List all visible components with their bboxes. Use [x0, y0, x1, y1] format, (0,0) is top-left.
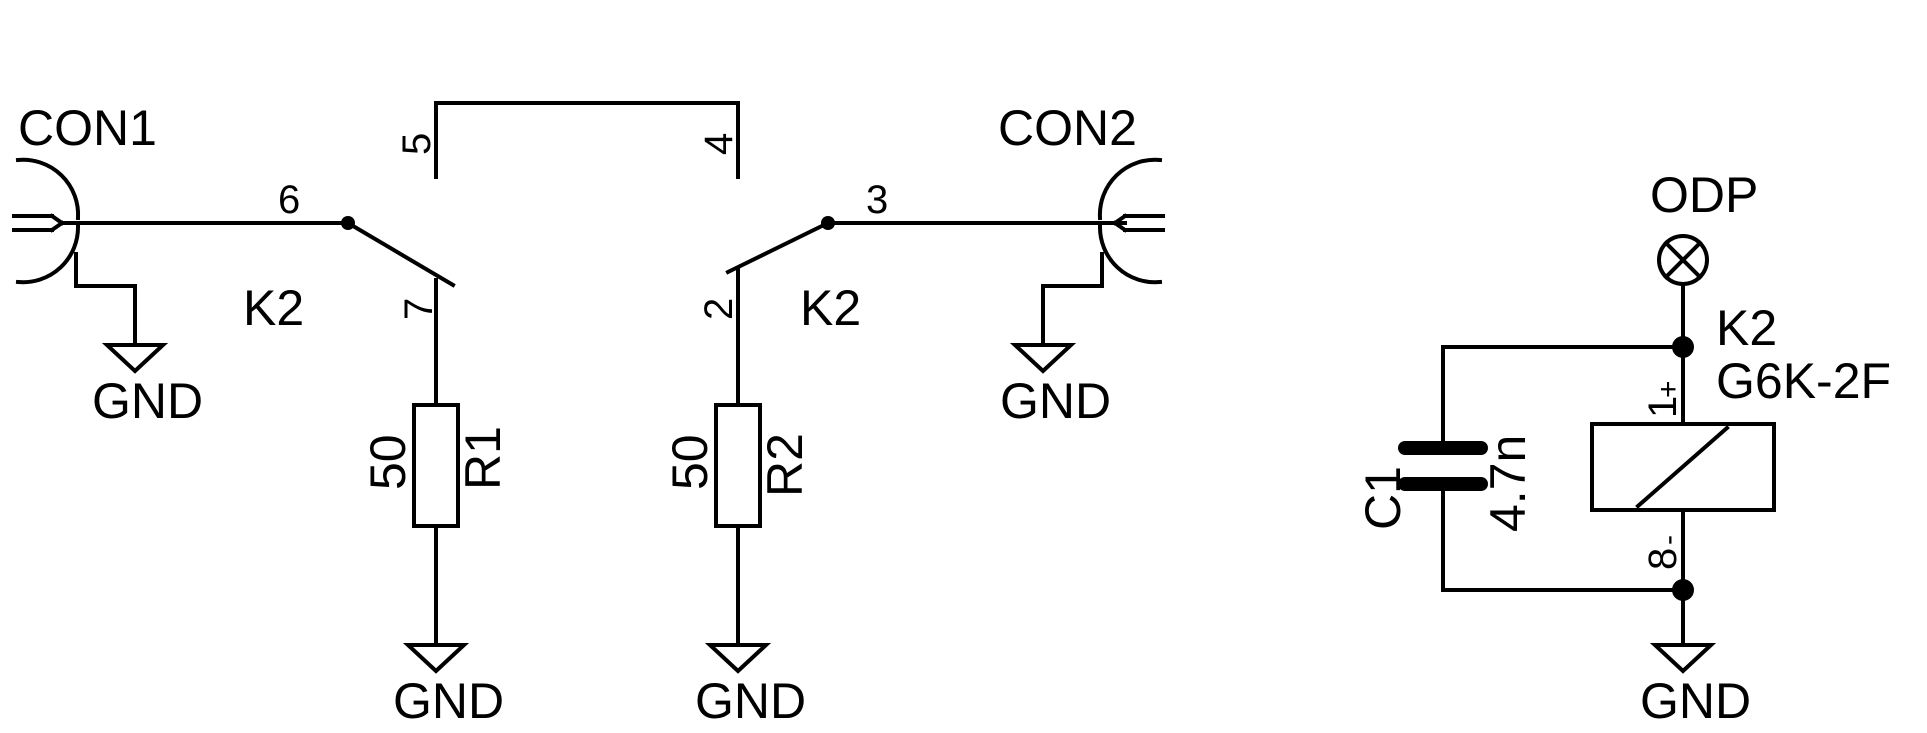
pin-7-label: 7	[397, 298, 441, 320]
gnd-symbol-con1	[101, 343, 169, 374]
c1-name: C1	[1355, 466, 1411, 530]
gnd-symbol-con2	[1009, 343, 1077, 374]
r2-name: R2	[757, 433, 813, 497]
con2-label: CON2	[998, 100, 1137, 156]
gnd-label-con2: GND	[1000, 373, 1111, 429]
pin-5-label: 5	[395, 133, 439, 155]
gnd-label-r2: GND	[695, 673, 806, 729]
r1-name: R1	[455, 426, 511, 490]
k2-switch-right[interactable]	[725, 216, 1127, 407]
relay-part-label: G6K-2F	[1716, 353, 1891, 409]
odp-label: ODP	[1650, 167, 1758, 223]
resistor-r2[interactable]	[714, 403, 762, 647]
minus-label: -	[1652, 535, 1685, 545]
gnd-symbol-r1	[402, 643, 470, 674]
con2-connector[interactable]	[1041, 157, 1165, 347]
relay-k2-coil[interactable]	[1590, 336, 1776, 647]
pin-8-label: 8	[1641, 548, 1685, 570]
gnd-label-r1: GND	[393, 673, 504, 729]
capacitor-c1[interactable]	[1398, 345, 1685, 592]
plus-label: +	[1652, 380, 1685, 398]
pin-1-label: 1	[1641, 396, 1685, 418]
r2-value: 50	[662, 434, 718, 490]
resistor-r1[interactable]	[412, 403, 460, 647]
pin-2-label: 2	[697, 298, 741, 320]
pin-6-label: 6	[278, 178, 300, 222]
gnd-symbol-r2	[704, 643, 772, 674]
k2-coil-label: K2	[1716, 300, 1777, 356]
k2-left-label: K2	[243, 280, 304, 336]
r1-value: 50	[360, 434, 416, 490]
c1-value: 4.7n	[1480, 435, 1536, 532]
gnd-label-relay: GND	[1640, 673, 1751, 729]
con1-connector[interactable]	[12, 157, 350, 347]
k2-switch-left[interactable]	[341, 101, 740, 407]
odp-test-point[interactable]	[1657, 234, 1709, 349]
pin-3-label: 3	[866, 178, 888, 222]
pin-4-label: 4	[697, 133, 741, 155]
gnd-symbol-relay	[1649, 643, 1717, 674]
gnd-label-con1: GND	[92, 373, 203, 429]
con1-label: CON1	[18, 100, 157, 156]
k2-right-label: K2	[800, 280, 861, 336]
